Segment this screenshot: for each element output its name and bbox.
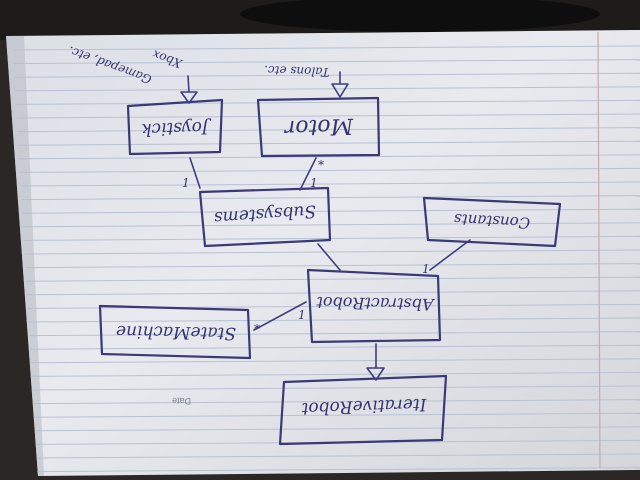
ruled-line (15, 86, 640, 92)
ruled-line (14, 72, 640, 78)
ruled-line (23, 235, 640, 241)
star-marker-motor: * (318, 158, 324, 172)
ruled-line (18, 140, 640, 146)
ruled-line (26, 290, 640, 296)
ruled-line (17, 127, 640, 133)
ruled-line (13, 59, 640, 65)
date-printed-label: Date (171, 395, 192, 407)
margin-line (597, 31, 601, 469)
motor-to-subsystems (299, 157, 317, 191)
motor-note-talons: Talons etc. (263, 62, 330, 80)
ruled-line (34, 426, 640, 432)
ruled-line (20, 181, 640, 187)
subsystems-box (198, 186, 332, 248)
ruled-line (30, 358, 640, 364)
state-machine-label: StateMachine (115, 320, 237, 344)
ruled-line (30, 344, 640, 350)
one-marker-subsystems: 1 (310, 176, 318, 190)
abstract-robot-box (306, 268, 442, 344)
one-marker-constants: 1 (422, 262, 430, 276)
ruled-line (36, 453, 640, 459)
ruled-line (16, 113, 640, 119)
motor-label: Motor (284, 112, 354, 141)
motor-arrow-head (331, 83, 349, 98)
ruled-line (22, 208, 640, 214)
joystick-arrow-head (180, 91, 198, 104)
abstract-robot-label: AbstractRobot (316, 292, 434, 315)
ruled-line (22, 222, 640, 228)
joystick-label: Joystick (140, 116, 210, 140)
iterative-robot-box (278, 374, 448, 446)
iterative-arrow-head (366, 367, 385, 381)
star-marker-statemachine: * (254, 322, 260, 336)
ruled-line (12, 45, 640, 51)
ruled-line (34, 412, 640, 418)
one-marker-joystick: 1 (182, 176, 190, 190)
state-machine-box (98, 304, 252, 360)
ruled-line (19, 167, 640, 173)
motor-box (256, 96, 381, 158)
constants-box (422, 196, 562, 248)
ruled-line (25, 263, 640, 269)
statemachine-to-abstract (253, 301, 307, 331)
ruled-line (29, 331, 640, 337)
ruled-line (21, 195, 640, 201)
ruled-line (19, 154, 640, 160)
ruled-line (15, 99, 640, 105)
ruled-line (28, 317, 640, 323)
joystick-arrow-line (187, 75, 190, 93)
ruled-line (24, 249, 640, 255)
ruled-line (33, 399, 640, 405)
ruled-line (26, 276, 640, 282)
joystick-to-subsystems (189, 157, 201, 189)
one-marker-abstract: 1 (298, 308, 306, 322)
ruled-line (32, 385, 640, 391)
ruled-line (37, 467, 640, 473)
subsystems-to-abstract (317, 243, 341, 271)
ruled-line (31, 371, 640, 377)
constants-to-abstract (429, 239, 471, 271)
